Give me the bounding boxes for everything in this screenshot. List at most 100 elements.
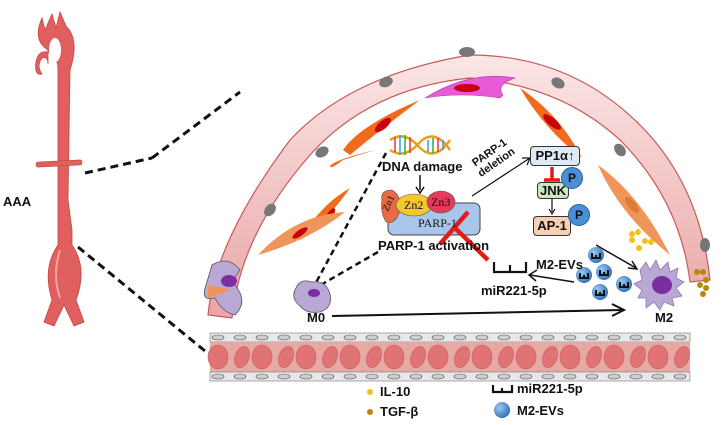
legend-mir221-label: miR221-5p <box>517 381 583 396</box>
endothelial-nucleus <box>387 334 401 341</box>
endothelial-nucleus <box>255 334 269 341</box>
endothelial-nucleus <box>299 373 313 380</box>
red-blood-cell <box>647 344 669 370</box>
endothelial-nucleus <box>453 373 467 380</box>
dna-icon <box>389 135 452 155</box>
legend-il10-dot <box>367 389 373 395</box>
endothelial-nucleus <box>497 373 511 380</box>
endothelial-nucleus <box>321 373 335 380</box>
legend-il10-label: IL-10 <box>380 384 411 399</box>
endothelial-nucleus <box>475 373 489 380</box>
red-blood-cell <box>207 344 229 370</box>
red-blood-cell <box>559 344 581 370</box>
endothelial-nucleus <box>387 373 401 380</box>
red-blood-cell <box>454 346 470 368</box>
zn2-label: Zn2 <box>404 198 424 212</box>
endothelial-nucleus <box>233 334 247 341</box>
m0-label: M0 <box>307 310 326 325</box>
red-blood-cell <box>630 346 646 368</box>
red-blood-cell <box>674 346 690 368</box>
endothelial-nucleus <box>585 373 599 380</box>
endothelial-nucleus <box>497 334 511 341</box>
endothelial-nucleus <box>299 334 313 341</box>
endothelial-nucleus <box>211 334 225 341</box>
zoom-line-top <box>84 156 153 175</box>
endothelial-nucleus <box>541 334 555 341</box>
endothelial-nucleus <box>519 334 533 341</box>
blood-vessel <box>207 332 691 382</box>
endothelial-nucleus <box>651 373 665 380</box>
endothelial-nucleus <box>673 334 687 341</box>
red-blood-cell <box>498 346 514 368</box>
red-blood-cell <box>586 346 602 368</box>
endothelial-nucleus <box>585 334 599 341</box>
il10-dots <box>629 229 654 251</box>
inhibition-arrow <box>453 226 490 262</box>
red-blood-cell <box>603 344 625 370</box>
endothelial-nucleus <box>673 373 687 380</box>
endothelial-nucleus <box>343 373 357 380</box>
endothelial-layer <box>207 47 711 319</box>
endothelial-nucleus <box>519 373 533 380</box>
aaa-label: AAA <box>3 194 32 209</box>
mir221-label: miR221-5p <box>481 283 547 298</box>
endothelial-nucleus <box>431 373 445 380</box>
endothelial-nucleus <box>607 373 621 380</box>
red-blood-cell <box>366 346 382 368</box>
endothelial-nucleus <box>475 334 489 341</box>
red-blood-cell <box>234 346 250 368</box>
red-blood-cell <box>471 344 493 370</box>
smooth-muscle-cells <box>258 75 670 255</box>
tgfb-dots <box>694 269 709 297</box>
endothelial-nucleus <box>651 334 665 341</box>
parp1-activation-label: PARP-1 activation <box>378 238 490 253</box>
pp1a-box: PP1α↑ <box>530 146 580 166</box>
red-blood-cell <box>542 346 558 368</box>
legend-tgfb-label: TGF-β <box>380 404 419 419</box>
endothelial-nucleus <box>277 334 291 341</box>
deletion-arrow <box>471 157 531 197</box>
wall-macrophage <box>203 260 243 316</box>
red-blood-cell <box>251 344 273 370</box>
zn3-label: Zn3 <box>431 195 451 209</box>
parp1-label: PARP-1 <box>418 216 457 230</box>
red-blood-cell <box>410 346 426 368</box>
jnk-box: JNK <box>537 182 569 199</box>
m2-evs-label: M2-EVs <box>536 257 583 272</box>
legend-tgfb-dot <box>367 409 373 415</box>
legend-vesicle-icon <box>494 402 510 418</box>
endothelial-nucleus <box>365 334 379 341</box>
legend-mirna-icon <box>491 385 514 394</box>
endothelial-nucleus <box>211 373 225 380</box>
aorta-illustration <box>35 10 85 327</box>
endothelial-nucleus <box>629 373 643 380</box>
mirna-comb-icon <box>492 262 528 274</box>
ap1-box: AP-1 <box>533 216 571 236</box>
red-blood-cell <box>515 344 537 370</box>
endothelial-nucleus <box>233 373 247 380</box>
endothelial-nucleus <box>409 334 423 341</box>
polarization-arrow <box>331 309 623 317</box>
endothelial-nucleus <box>607 334 621 341</box>
endothelial-nucleus <box>321 334 335 341</box>
red-blood-cell <box>295 344 317 370</box>
endothelial-nucleus <box>255 373 269 380</box>
endothelial-nucleus <box>409 373 423 380</box>
endothelial-nucleus <box>343 334 357 341</box>
endothelial-nucleus <box>277 373 291 380</box>
jnk-phospho-badge: P <box>561 167 583 189</box>
endothelial-nucleus <box>629 334 643 341</box>
legend-m2evs-label: M2-EVs <box>517 403 564 418</box>
red-blood-cell <box>322 346 338 368</box>
endothelial-nucleus <box>563 334 577 341</box>
ap1-phospho-badge: P <box>568 204 590 226</box>
m2-vesicles <box>576 247 632 300</box>
zn3-domain <box>426 190 456 214</box>
endothelial-nucleus <box>453 334 467 341</box>
endothelial-nucleus <box>563 373 577 380</box>
m2-label: M2 <box>655 310 674 325</box>
red-blood-cell <box>383 344 405 370</box>
red-blood-cell <box>339 344 361 370</box>
endothelial-nucleus <box>541 373 555 380</box>
